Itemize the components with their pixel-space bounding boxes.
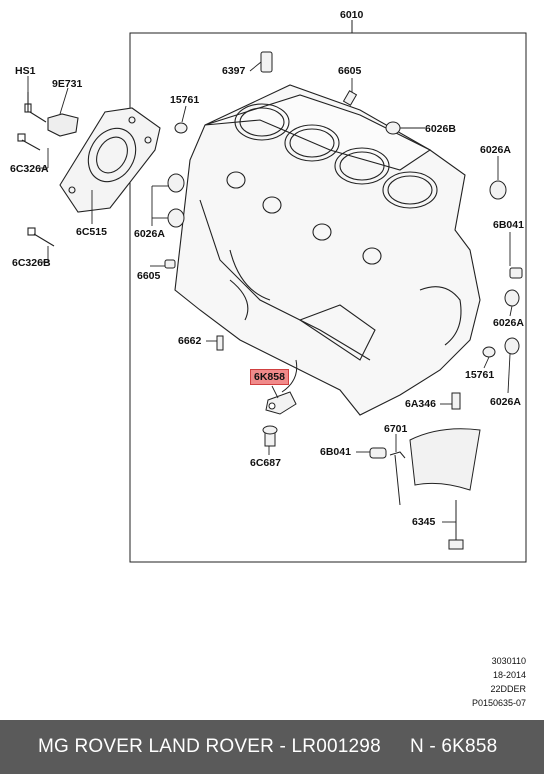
label-6010: 6010 — [340, 9, 364, 21]
label-6c326b: 6C326B — [12, 257, 51, 269]
engine-block-diagram — [17, 20, 527, 563]
footer-bar: MG ROVER LAND ROVER - LR001298 N - 6K858 — [0, 720, 544, 774]
label-6605-top: 6605 — [338, 65, 362, 77]
label-15761-right: 15761 — [465, 369, 495, 381]
footer-part-number: N - 6K858 — [410, 736, 498, 757]
label-6345: 6345 — [412, 516, 436, 528]
label-6b041-lower: 6B041 — [320, 446, 351, 458]
meta-line-4: P0150635-07 — [471, 698, 526, 708]
small-parts — [164, 51, 523, 550]
engine-block — [174, 84, 481, 416]
meta-line-3: 22DDER — [490, 684, 526, 694]
label-6b041-right: 6B041 — [493, 219, 524, 231]
label-6662: 6662 — [178, 335, 202, 347]
rear-seal-housing — [17, 92, 161, 247]
label-hs1: HS1 — [15, 65, 36, 77]
label-6397: 6397 — [222, 65, 246, 77]
label-6701: 6701 — [384, 423, 408, 435]
label-9e731: 9E731 — [52, 78, 83, 90]
assembly-frame — [129, 32, 527, 563]
label-6c515: 6C515 — [76, 226, 107, 238]
leader-lines — [27, 61, 513, 523]
label-6c687: 6C687 — [250, 457, 281, 469]
label-6026a-top-right: 6026A — [480, 144, 511, 156]
label-6026a-right: 6026A — [493, 317, 524, 329]
label-6k858-highlighted: 6K858 — [250, 369, 289, 385]
meta-line-2: 18-2014 — [492, 670, 526, 680]
label-6a346: 6A346 — [405, 398, 436, 410]
label-6026a-lower-right: 6026A — [490, 396, 521, 408]
label-6605-left: 6605 — [137, 270, 161, 282]
footer-title: MG ROVER LAND ROVER - LR001298 — [38, 736, 381, 757]
label-6c326a: 6C326A — [10, 163, 49, 175]
label-6026a-left: 6026A — [134, 228, 165, 240]
meta-line-1: 3030110 — [491, 656, 526, 666]
label-15761-left: 15761 — [170, 94, 200, 106]
label-6026b: 6026B — [425, 123, 456, 135]
